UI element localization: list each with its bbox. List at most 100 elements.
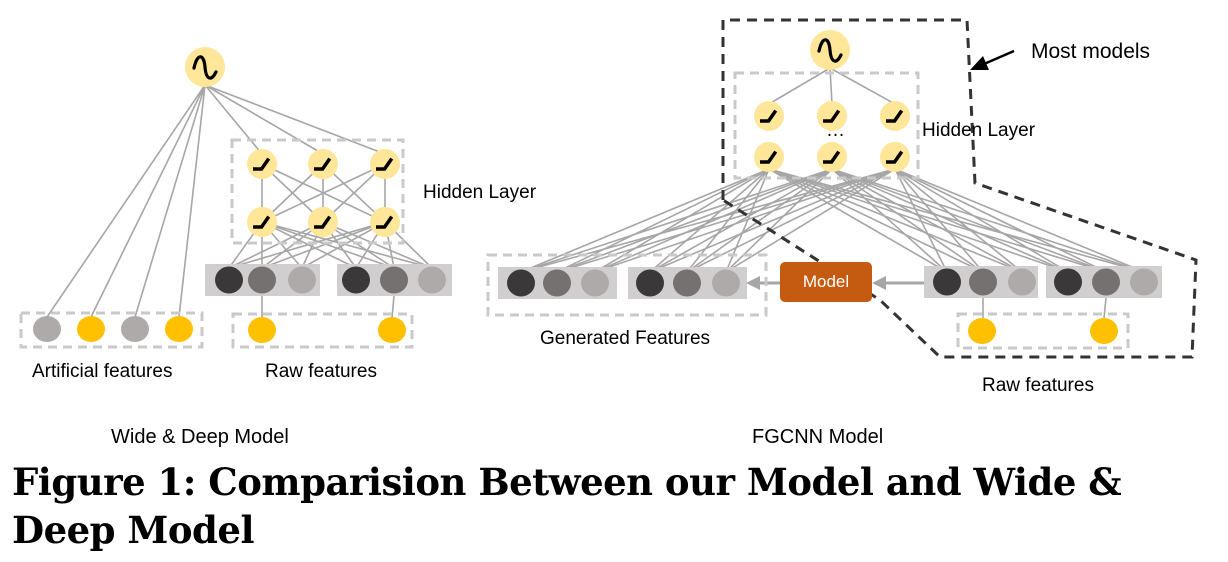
most-models-label: Most models bbox=[1031, 40, 1151, 63]
fgcnn-raw-embedding-2 bbox=[1046, 266, 1162, 298]
neuron-body bbox=[370, 149, 400, 179]
fgcnn-output-neuron bbox=[810, 30, 850, 70]
fgcnn-hidden-neuron bbox=[880, 142, 910, 172]
relu-icon bbox=[376, 157, 394, 171]
wd-embedding-edge bbox=[322, 221, 433, 269]
embedding-unit bbox=[673, 269, 701, 297]
relu-icon bbox=[760, 150, 778, 164]
neuron-body bbox=[880, 142, 910, 172]
neuron-body bbox=[247, 149, 277, 179]
wd-wide-edge bbox=[178, 84, 206, 318]
fgcnn-embedding-edge bbox=[894, 168, 948, 273]
fgcnn-hidden-neuron bbox=[817, 142, 847, 172]
sigmoid-icon bbox=[192, 55, 218, 80]
figure-caption: Figure 1: Comparision Between our Model … bbox=[12, 460, 1122, 552]
wd-hidden-neuron bbox=[308, 149, 338, 179]
wd-hidden-neuron bbox=[370, 149, 400, 179]
most-models-annotation bbox=[721, 18, 1198, 359]
wd-artificial-feature bbox=[33, 316, 61, 342]
fgcnn-embedding-edge bbox=[831, 168, 1069, 273]
wd-hidden-edge bbox=[261, 163, 386, 223]
relu-icon bbox=[760, 109, 778, 123]
fgcnn-embedding-edge bbox=[768, 168, 1023, 273]
relu-icon bbox=[376, 215, 394, 229]
wd-embedding-edge bbox=[228, 221, 324, 269]
fgcnn-embedding-edge bbox=[894, 168, 1069, 273]
wd-output-edge bbox=[204, 84, 386, 155]
fgcnn-embedding-edge bbox=[556, 168, 896, 273]
relu-icon bbox=[823, 109, 841, 123]
wd-raw-edge bbox=[391, 295, 395, 319]
neuron-body bbox=[754, 142, 784, 172]
wd-hidden-layer-label: Hidden Layer bbox=[423, 182, 537, 203]
wd-hidden-layer-box bbox=[230, 138, 405, 245]
neuron-body bbox=[817, 142, 847, 172]
fgcnn-embedding-edge bbox=[594, 168, 833, 273]
fgcnn-generated-embedding-1 bbox=[498, 267, 617, 299]
wd-hidden-neuron bbox=[247, 149, 277, 179]
wd-embedding-edge bbox=[261, 221, 395, 269]
fgcnn-generated-features-label: Generated Features bbox=[540, 328, 711, 349]
wd-raw-features-label: Raw features bbox=[265, 361, 377, 382]
embedding-unit bbox=[1054, 268, 1082, 296]
fgcnn-embedding-edge bbox=[831, 168, 1107, 273]
wd-artificial-features-label: Artificial features bbox=[32, 361, 173, 382]
relu-icon bbox=[253, 157, 271, 171]
fgcnn-model-title: FGCNN Model bbox=[752, 426, 884, 448]
fgcnn-embedding-edge bbox=[768, 168, 948, 273]
wd-artificial-features-box bbox=[19, 311, 204, 349]
fgcnn-raw-feature bbox=[968, 318, 996, 344]
embedding-unit bbox=[507, 269, 535, 297]
fgcnn-output-edge bbox=[768, 67, 831, 105]
relu-icon bbox=[314, 157, 332, 171]
fgcnn-embedding-edge bbox=[894, 168, 984, 273]
fgcnn-embedding-edge bbox=[831, 168, 1145, 273]
grouping-boxes bbox=[19, 71, 1130, 350]
arrow-head-icon bbox=[872, 276, 886, 290]
fgcnn-hidden-neuron bbox=[754, 142, 784, 172]
fgcnn-raw-features-box bbox=[956, 312, 1130, 350]
relu-icon bbox=[253, 215, 271, 229]
fgcnn-hidden-layer-box bbox=[733, 71, 920, 180]
fgcnn-embedding-edge bbox=[768, 168, 984, 273]
fgcnn-generated-embedding-2 bbox=[628, 267, 747, 299]
network-nodes bbox=[33, 30, 1162, 344]
wd-embedding-2 bbox=[337, 264, 452, 296]
fgcnn-embedding-edge bbox=[725, 168, 896, 273]
embedding-unit bbox=[933, 268, 961, 296]
fgcnn-embedding-edge bbox=[894, 168, 1023, 273]
neuron-body bbox=[247, 207, 277, 237]
fgcnn-embedding-edge bbox=[768, 168, 1145, 273]
neuron-body bbox=[370, 207, 400, 237]
relu-icon bbox=[823, 150, 841, 164]
relu-icon bbox=[886, 150, 904, 164]
fgcnn-hidden-neuron bbox=[754, 101, 784, 131]
fgcnn-embedding-edge bbox=[768, 168, 1107, 273]
wd-artificial-feature bbox=[77, 316, 105, 342]
neuron-body bbox=[754, 101, 784, 131]
fgcnn-embedding-edge bbox=[831, 168, 1023, 273]
fgcnn-embedding-edge bbox=[894, 168, 1145, 273]
network-edges bbox=[46, 67, 1145, 319]
wd-embedding-edge bbox=[301, 221, 386, 269]
embedding-unit bbox=[1008, 268, 1036, 296]
neuron-body bbox=[817, 101, 847, 131]
sigmoid-icon bbox=[817, 38, 843, 63]
wd-hidden-neuron bbox=[308, 207, 338, 237]
fgcnn-embedding-edge bbox=[520, 168, 770, 273]
wd-raw-features-box bbox=[231, 312, 414, 349]
wd-hidden-neuron bbox=[370, 207, 400, 237]
fgcnn-ellipsis: … bbox=[826, 120, 845, 141]
fgcnn-embedding-edge bbox=[649, 168, 833, 273]
relu-icon bbox=[314, 215, 332, 229]
fgcnn-raw-edge bbox=[1103, 297, 1107, 319]
embedding-unit bbox=[636, 269, 664, 297]
relu-icon bbox=[886, 109, 904, 123]
embedding-unit bbox=[215, 266, 243, 294]
most-models-outline bbox=[721, 18, 1198, 359]
neuron-body bbox=[880, 101, 910, 131]
fgcnn-embedding-edge bbox=[768, 168, 1069, 273]
embedding-unit bbox=[418, 266, 446, 294]
wd-wide-edge bbox=[46, 84, 206, 318]
wd-wide-edge bbox=[90, 84, 206, 318]
